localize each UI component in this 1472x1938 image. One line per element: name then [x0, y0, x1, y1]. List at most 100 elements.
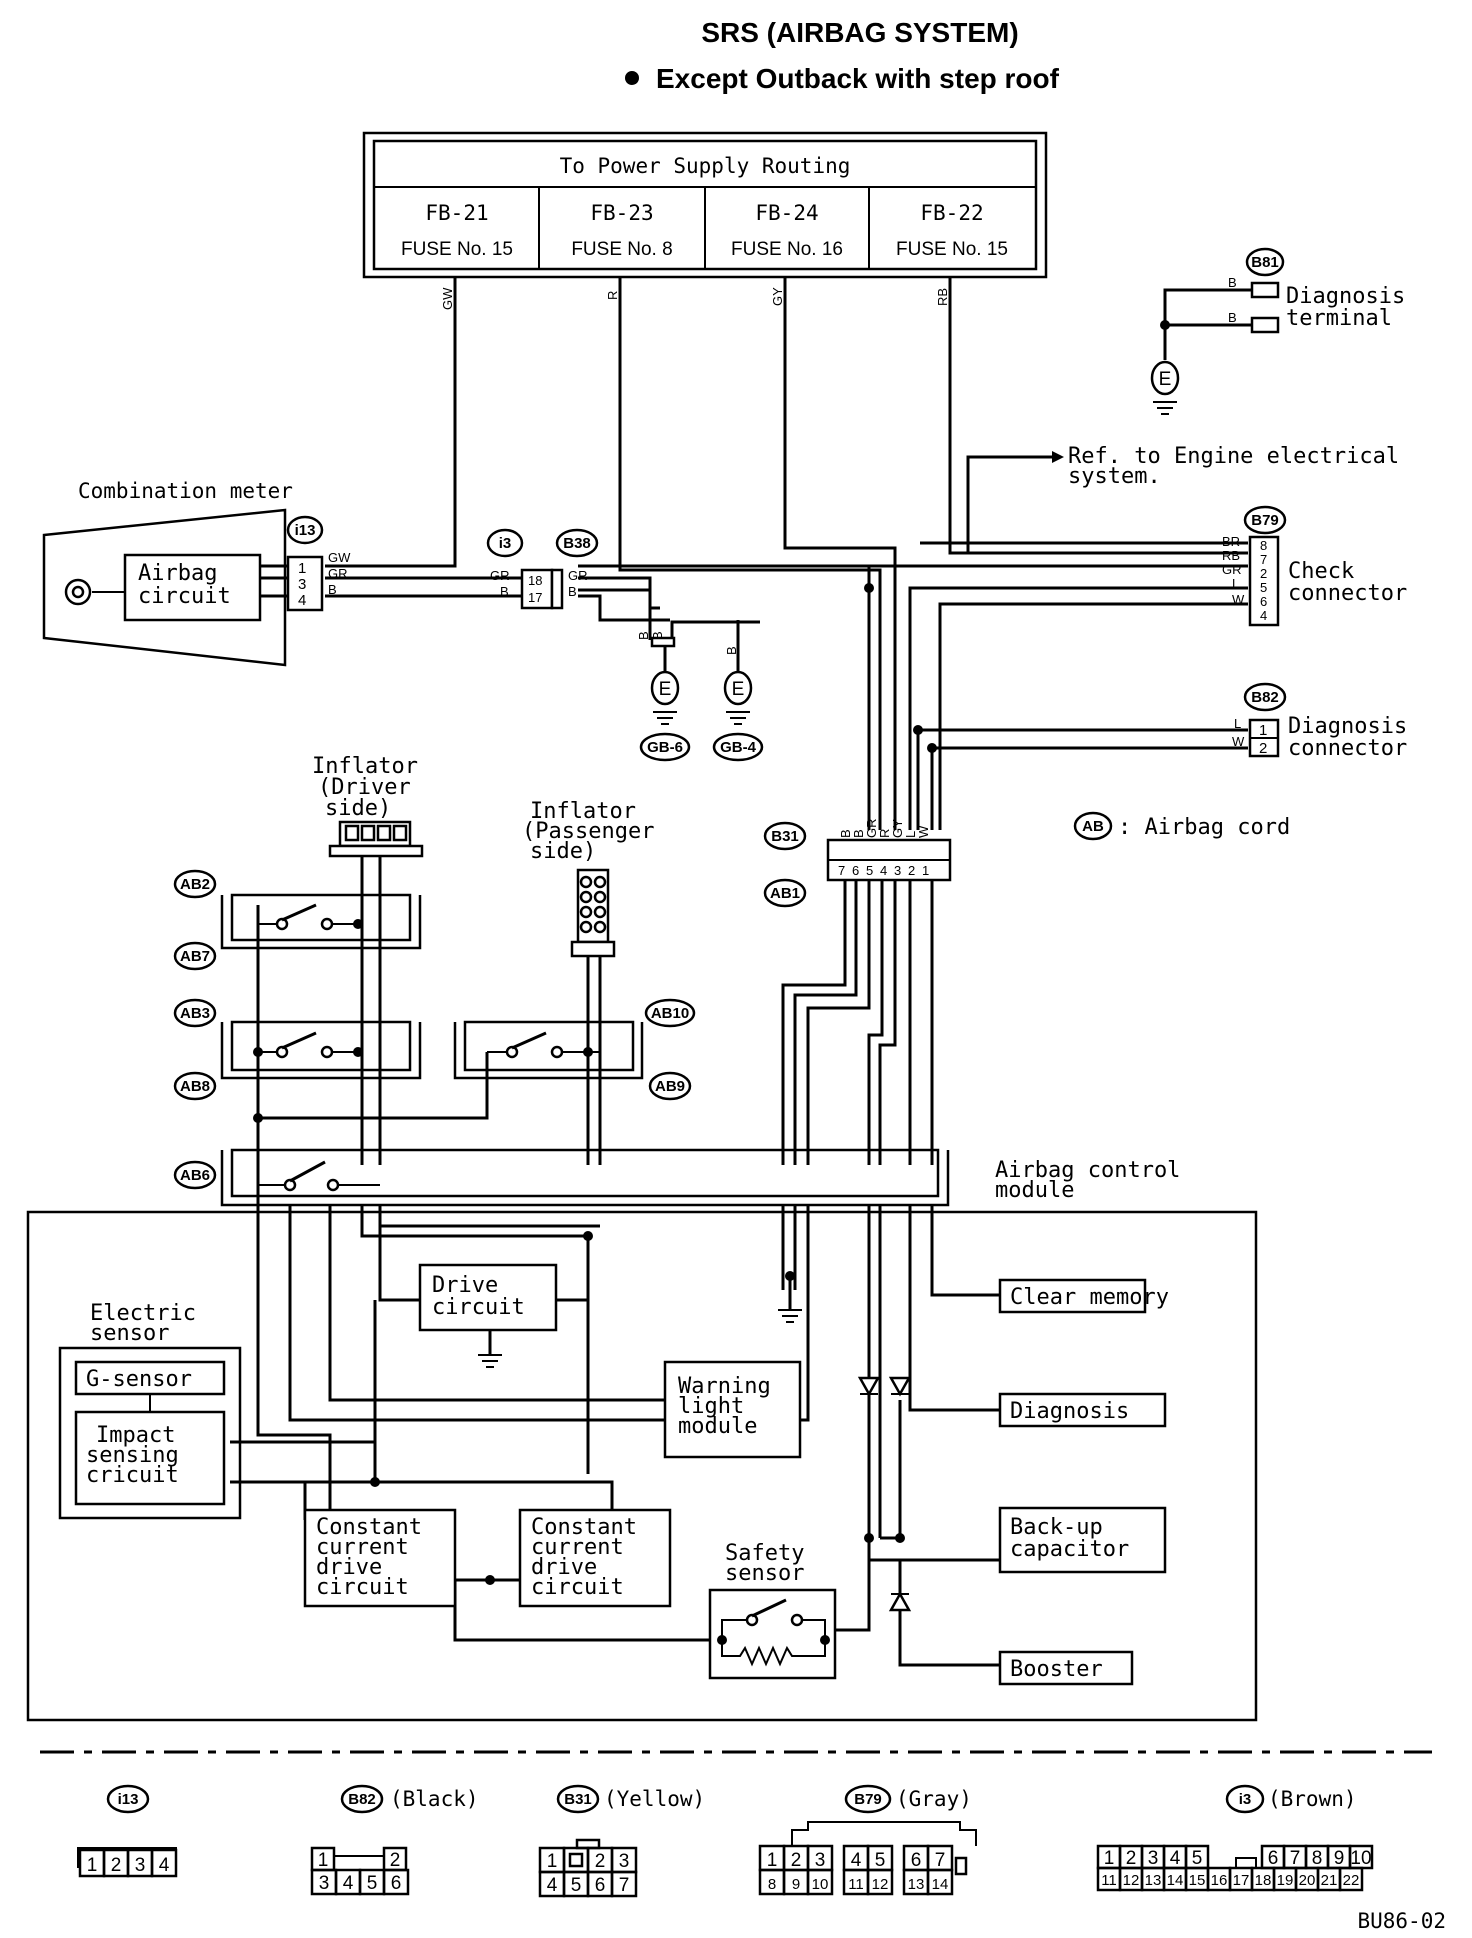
diagnosis-terminal-label-1: Diagnosis [1286, 284, 1405, 309]
b79-pin-4: 4 [1260, 608, 1267, 623]
diagnosis-box [998, 1392, 1167, 1428]
cv-b82-badge: B82 [348, 1791, 376, 1808]
cv-b31-color: (Yellow) [604, 1787, 705, 1811]
cc1-label-1: Constant [316, 1515, 422, 1540]
bullet-icon [625, 71, 639, 85]
b31-wire-1: B [838, 829, 853, 838]
inflator-passenger-label-2: (Passenger [522, 819, 654, 844]
check-connector: B79 8 7 2 5 6 4 BR RB GR L W Check conne… [1222, 505, 1407, 627]
b38-wire-b: B [568, 584, 577, 599]
clear-memory-label: Clear memory [1010, 1285, 1169, 1310]
ab3-badge: AB3 [180, 1005, 210, 1022]
wire-label-rb: RB [935, 288, 950, 306]
b82-pin-1: 1 [1259, 722, 1267, 739]
b79-badge: B79 [1251, 512, 1279, 529]
cc2-label-4: circuit [531, 1575, 624, 1600]
i13-wire-gw: GW [328, 550, 351, 565]
cv-i3-pin: 22 [1343, 1872, 1360, 1889]
cv-i3-cell [1338, 1866, 1364, 1892]
cc1-label-3: drive [316, 1555, 382, 1580]
wiring [325, 277, 1252, 1165]
i13-pin-1: 1 [298, 560, 306, 577]
cv-b79-pin: 12 [872, 1876, 889, 1893]
airbag-control-module-label-2: module [995, 1178, 1074, 1203]
cv-i3-pin: 8 [1312, 1848, 1323, 1869]
inflator-driver-label-3: side) [325, 796, 391, 821]
cv-b31-pin: 6 [595, 1875, 606, 1896]
cv-b31-badge: B31 [564, 1791, 592, 1808]
cv-i3-pin: 1 [1104, 1848, 1115, 1869]
safety-sensor-label-2: sensor [725, 1561, 804, 1586]
fuse-connector-1: FB-21 [425, 201, 488, 225]
diagnosis-label: Diagnosis [1010, 1399, 1129, 1424]
i3-wire-b: B [500, 584, 509, 599]
clear-memory-box [998, 1278, 1147, 1314]
cv-i3-pin: 11 [1101, 1872, 1117, 1889]
b79-pin-8: 8 [1260, 538, 1267, 553]
fuse-label-2: FUSE No. 8 [571, 239, 672, 260]
inflator-driver: Inflator (Driver side) [312, 754, 424, 1165]
figure-code: BU86-02 [1357, 1909, 1446, 1933]
cv-b79-pin: 6 [911, 1850, 922, 1871]
electric-sensor-label-1: Electric [90, 1301, 196, 1326]
constant-current-box-2: Constant current drive circuit [518, 1508, 672, 1608]
wire-label-r: R [605, 291, 620, 300]
b79-pin-5: 5 [1260, 580, 1267, 595]
backup-capacitor-label-2: capacitor [1010, 1537, 1129, 1562]
combination-meter-label: Combination meter [78, 479, 293, 503]
drive-circuit-box: Drive circuit [418, 1263, 558, 1332]
cc1-label-4: circuit [316, 1575, 409, 1600]
i3-pin-18: 18 [528, 573, 542, 588]
fuse-label-1: FUSE No. 15 [401, 239, 513, 260]
check-connector-label-1: Check [1288, 559, 1354, 584]
cc1-label-2: current [316, 1535, 409, 1560]
cv-i3-pin: 18 [1255, 1872, 1272, 1889]
gb4-wire-b: B [724, 646, 739, 655]
cv-b31-pin: 4 [547, 1875, 558, 1896]
cv-b79-pin: 7 [935, 1850, 946, 1871]
cv-b31-pin: 2 [595, 1851, 606, 1872]
cv-b79-pin: 8 [768, 1876, 776, 1893]
gb6-wire-b2: B [650, 631, 665, 640]
cv-b79-pin: 2 [791, 1850, 802, 1871]
right-labels: Clear memory Diagnosis Back-up capacitor… [998, 1278, 1169, 1686]
b79-wire-gr: GR [1222, 562, 1242, 577]
connector-view-b31: B31 (Yellow) 1 2 3 4 5 6 7 [538, 1784, 705, 1898]
booster-label: Booster [1010, 1657, 1103, 1682]
cv-i3-pin: 12 [1123, 1872, 1140, 1889]
warning-light-box: Warning light module [663, 1360, 802, 1459]
cv-b79-pin: 11 [848, 1876, 864, 1893]
diagnosis-connector-label-1: Diagnosis [1288, 714, 1407, 739]
backup-capacitor-box [998, 1506, 1167, 1574]
ab8-badge: AB8 [180, 1078, 210, 1095]
cv-b79-pin: 13 [908, 1876, 925, 1893]
combination-meter: Combination meter Airbag circuit 1 3 4 G… [42, 479, 351, 667]
i3-b38-connector: i3 B38 18 17 GR B GR B [486, 528, 599, 610]
ref-engine-label-2: system. [1068, 464, 1161, 489]
diagram-title: SRS (AIRBAG SYSTEM) [701, 17, 1018, 48]
gb6-badge: GB-6 [647, 739, 683, 756]
b79-wire-w: W [1232, 592, 1245, 607]
b79-wire-br: BR [1222, 534, 1240, 549]
drive-circuit-label-2: circuit [432, 1295, 525, 1320]
ab-badge-text: AB [1082, 818, 1104, 835]
cv-b31-pin: 7 [619, 1875, 630, 1896]
cv-b79-color: (Gray) [896, 1787, 972, 1811]
cv-i3-pin: 16 [1211, 1872, 1228, 1889]
cv-b31-pin: 5 [571, 1875, 582, 1896]
cv-i3-color: (Brown) [1268, 1787, 1357, 1811]
cv-i3-pin: 2 [1126, 1848, 1137, 1869]
b31-pin-3: 3 [894, 863, 901, 878]
ground-icon: E [732, 679, 745, 700]
drive-circuit-label-1: Drive [432, 1273, 498, 1298]
impact-sensing-label-3: cricuit [86, 1463, 179, 1488]
b38-badge: B38 [563, 535, 591, 552]
i13-wire-b: B [328, 582, 337, 597]
impact-sensing-label-1: Impact [96, 1423, 175, 1448]
b31-badge: B31 [771, 828, 799, 845]
b31-pin-4: 4 [880, 863, 887, 878]
inflator-passenger-label-3: side) [530, 839, 596, 864]
wire-label-gw: GW [440, 287, 455, 310]
